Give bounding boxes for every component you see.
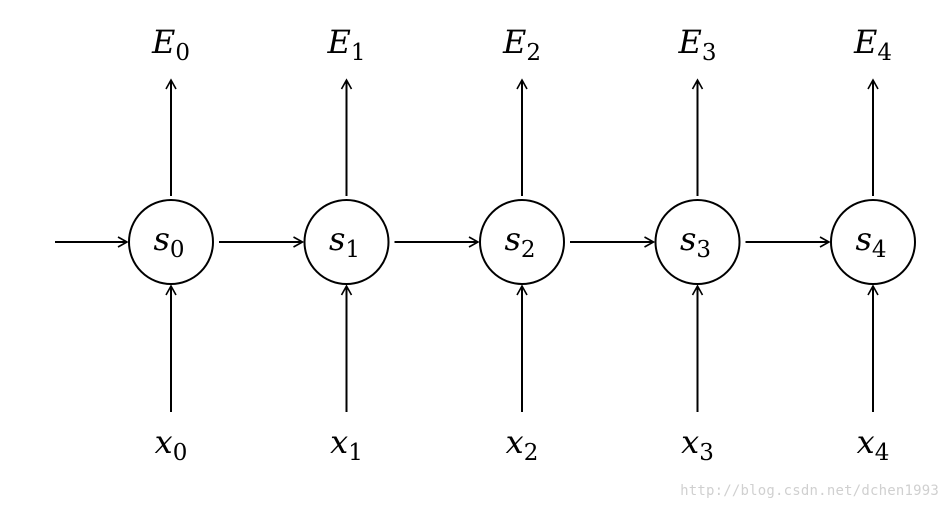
edges-layer	[55, 78, 879, 412]
state-label-1: s1	[329, 220, 360, 263]
input-label-4: x4	[857, 423, 890, 466]
output-label-3: E3	[678, 23, 717, 66]
input-label-0: x0	[155, 423, 188, 466]
state-node-4	[830, 199, 916, 285]
output-label-0: E0	[151, 23, 190, 66]
output-label-2: E2	[502, 23, 541, 66]
state-label-0: s0	[153, 220, 184, 263]
state-node-0	[128, 199, 214, 285]
output-label-4: E4	[853, 23, 892, 66]
state-label-3: s3	[680, 220, 711, 263]
labels-layer: s0 E0 x0 s1 E1 x1 s2 E2 x2 s3 E3 x3 s4 E4 x4	[151, 23, 892, 466]
input-label-2: x2	[506, 423, 539, 466]
input-label-3: x3	[681, 423, 714, 466]
watermark: http://blog.csdn.net/dchen1993	[680, 483, 939, 499]
state-node-3	[654, 199, 741, 285]
state-label-2: s2	[504, 220, 535, 263]
input-label-1: x1	[330, 423, 363, 466]
output-label-1: E1	[327, 23, 366, 66]
state-node-1	[303, 199, 390, 285]
nodes-layer	[128, 199, 916, 285]
state-label-4: s4	[855, 220, 886, 263]
state-node-2	[479, 199, 565, 285]
